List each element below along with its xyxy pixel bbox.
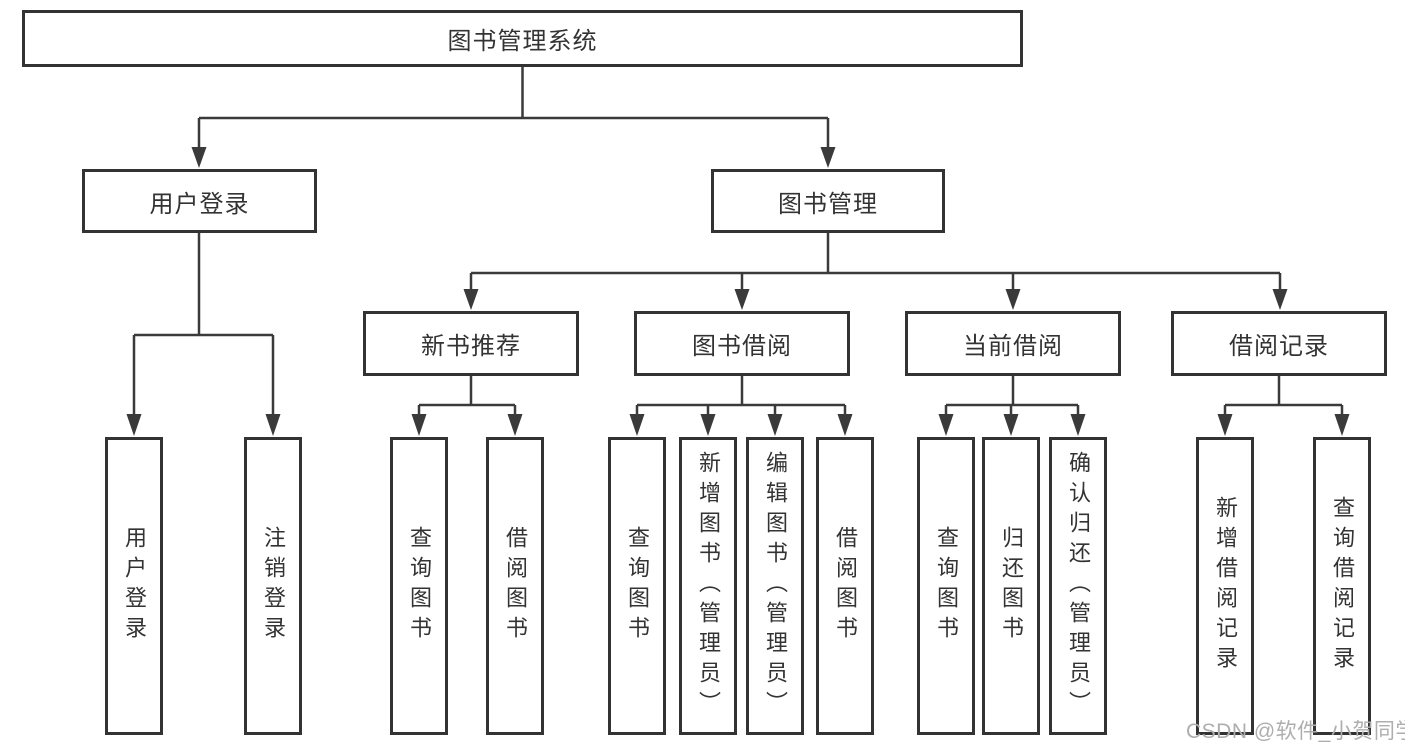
leaf-query-books-current: 查询图书: [917, 437, 975, 735]
node-new-book-recommend: 新书推荐: [363, 311, 579, 376]
leaf-label: 新增借阅记录: [1213, 496, 1238, 676]
leaf-label: 查询图书: [625, 526, 650, 646]
node-label: 图书借阅: [692, 333, 792, 360]
leaf-query-books-recommend: 查询图书: [390, 437, 448, 735]
leaf-logout: 注销登录: [244, 437, 302, 735]
leaf-label: 归还图书: [999, 526, 1024, 646]
leaf-label: 编辑图书（管理员）: [763, 451, 788, 721]
node-label: 图书管理: [778, 190, 878, 218]
leaf-add-borrow-record: 新增借阅记录: [1196, 437, 1254, 735]
leaf-borrow-books: 借阅图书: [816, 437, 874, 735]
leaf-label: 查询借阅记录: [1330, 496, 1355, 676]
leaf-label: 用户登录: [122, 526, 147, 646]
node-library-management-system: 图书管理系统: [22, 10, 1023, 67]
node-borrow-records: 借阅记录: [1171, 311, 1387, 376]
leaf-user-login: 用户登录: [105, 437, 163, 735]
leaf-label: 确认归还（管理员）: [1066, 451, 1091, 721]
node-book-borrow: 图书借阅: [634, 311, 850, 376]
node-book-management: 图书管理: [711, 169, 945, 233]
leaf-label: 新增图书（管理员）: [696, 451, 721, 721]
leaf-confirm-return-admin: 确认归还（管理员）: [1049, 437, 1107, 735]
leaf-borrow-books-recommend: 借阅图书: [486, 437, 544, 735]
leaf-return-books: 归还图书: [982, 437, 1040, 735]
leaf-label: 注销登录: [261, 526, 286, 646]
leaf-label: 查询图书: [407, 526, 432, 646]
leaf-label: 借阅图书: [503, 526, 528, 646]
csdn-watermark: CSDN @软件_小贺同学: [1186, 720, 1405, 743]
leaf-label: 查询图书: [934, 526, 959, 646]
leaf-query-borrow-record: 查询借阅记录: [1313, 437, 1371, 735]
arrowheads: [126, 147, 1350, 436]
node-user-login: 用户登录: [82, 169, 317, 233]
node-label: 当前借阅: [963, 333, 1063, 360]
node-label: 借阅记录: [1229, 333, 1329, 360]
leaf-edit-book-admin: 编辑图书（管理员）: [746, 437, 804, 735]
leaf-add-book-admin: 新增图书（管理员）: [679, 437, 737, 735]
node-label: 新书推荐: [421, 333, 521, 360]
node-current-borrow: 当前借阅: [905, 311, 1121, 376]
leaf-label: 借阅图书: [833, 526, 858, 646]
leaf-query-books-borrow: 查询图书: [608, 437, 666, 735]
node-label: 图书管理系统: [447, 28, 598, 55]
node-label: 用户登录: [149, 190, 250, 218]
